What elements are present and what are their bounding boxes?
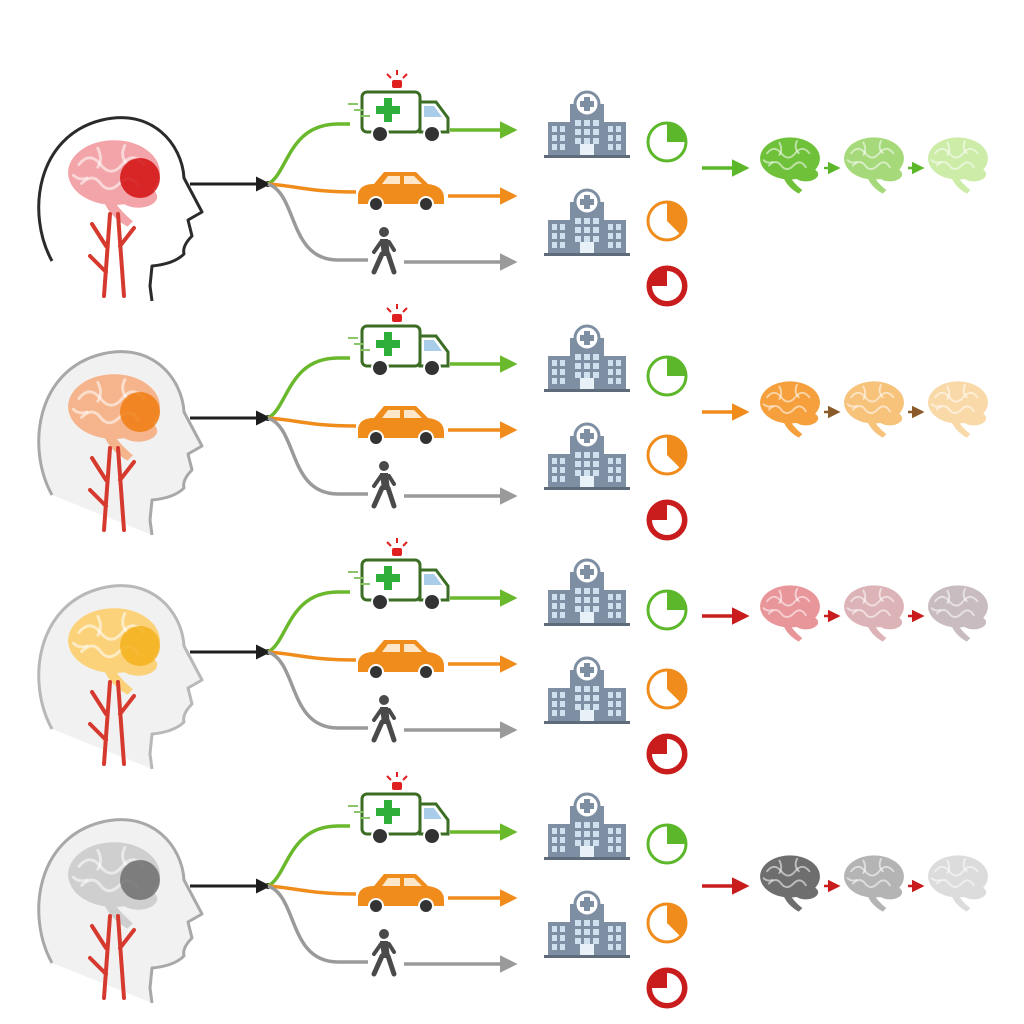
- clock-icon: [646, 668, 688, 710]
- artery: [90, 456, 108, 482]
- clock-icon: [646, 434, 688, 476]
- artery: [116, 680, 126, 766]
- walk-route: [267, 884, 368, 964]
- artery: [90, 690, 108, 716]
- outcome-brain-icon: [928, 855, 988, 912]
- car-icon: [358, 640, 444, 680]
- lesion-spot: [120, 860, 160, 900]
- clock-icon: [646, 200, 688, 242]
- head-brain-icon: [37, 116, 204, 302]
- outcome-brain-icon: [928, 137, 988, 194]
- artery: [102, 680, 112, 766]
- car-route: [267, 182, 357, 194]
- artery: [116, 914, 126, 1000]
- artery: [88, 254, 108, 274]
- artery: [116, 446, 126, 532]
- walking-person-icon: [371, 695, 397, 743]
- outcome-brain-icon: [844, 585, 904, 642]
- outcome-brain-icon: [760, 381, 820, 438]
- artery: [102, 446, 112, 532]
- clock-icon: [646, 265, 688, 307]
- ambulance-icon: [348, 538, 450, 611]
- clock-icon: [646, 355, 688, 397]
- ambulance-route: [267, 122, 350, 186]
- hospital-icon: [544, 656, 630, 724]
- walk-route: [267, 182, 368, 262]
- car-route: [267, 650, 357, 662]
- car-icon: [358, 172, 444, 212]
- hospital-icon: [544, 188, 630, 256]
- ambulance-icon: [348, 70, 450, 143]
- outcome-brain-icon: [928, 585, 988, 642]
- ambulance-route: [267, 356, 350, 420]
- outcome-brain-icon: [760, 585, 820, 642]
- outcome-brain-icon: [844, 137, 904, 194]
- walking-person-icon: [371, 929, 397, 977]
- ambulance-route: [267, 824, 350, 888]
- head-brain-icon: [37, 350, 204, 536]
- walk-route: [267, 650, 368, 730]
- clock-icon: [646, 589, 688, 631]
- outcome-brain-icon: [760, 137, 820, 194]
- artery: [118, 694, 136, 716]
- outcome-brain-icon: [928, 381, 988, 438]
- head-brain-icon: [37, 584, 204, 770]
- artery: [88, 956, 108, 976]
- artery: [118, 460, 136, 482]
- car-route: [267, 416, 357, 428]
- hospital-icon: [544, 890, 630, 958]
- artery: [118, 928, 136, 950]
- scenario-row-mild: [37, 538, 988, 775]
- hospital-icon: [544, 422, 630, 490]
- car-route: [267, 884, 357, 896]
- clock-icon: [646, 499, 688, 541]
- hospital-icon: [544, 792, 630, 860]
- clock-icon: [646, 823, 688, 865]
- head-brain-icon: [37, 818, 204, 1004]
- ambulance-icon: [348, 772, 450, 845]
- artery: [90, 222, 108, 248]
- lesion-spot: [120, 392, 160, 432]
- artery: [88, 488, 108, 508]
- clock-icon: [646, 967, 688, 1009]
- artery: [102, 212, 112, 298]
- artery: [88, 722, 108, 742]
- scenario-row-moderate: [37, 304, 988, 541]
- car-icon: [358, 874, 444, 914]
- clock-icon: [646, 121, 688, 163]
- clock-icon: [646, 733, 688, 775]
- clock-icon: [646, 902, 688, 944]
- scenario-row-chronic: [37, 772, 988, 1009]
- walking-person-icon: [371, 227, 397, 275]
- walking-person-icon: [371, 461, 397, 509]
- brain-icon: [68, 608, 160, 695]
- scenario-row-acute: [37, 70, 988, 307]
- outcome-brain-icon: [760, 855, 820, 912]
- hospital-icon: [544, 558, 630, 626]
- ambulance-icon: [348, 304, 450, 377]
- artery: [90, 924, 108, 950]
- lesion-spot: [120, 158, 160, 198]
- artery: [118, 226, 136, 248]
- outcome-brain-icon: [844, 855, 904, 912]
- hospital-icon: [544, 90, 630, 158]
- walk-route: [267, 416, 368, 496]
- outcome-brain-icon: [844, 381, 904, 438]
- lesion-spot: [120, 626, 160, 666]
- hospital-icon: [544, 324, 630, 392]
- artery: [102, 914, 112, 1000]
- car-icon: [358, 406, 444, 446]
- artery: [116, 212, 126, 298]
- ambulance-route: [267, 590, 350, 654]
